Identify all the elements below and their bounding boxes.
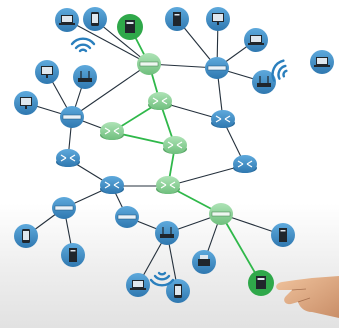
switch-icon[interactable] bbox=[205, 57, 229, 79]
switch-icon[interactable] bbox=[60, 106, 84, 128]
laptop-device-icon[interactable] bbox=[55, 8, 79, 32]
phone-device-icon[interactable] bbox=[166, 279, 190, 303]
switches bbox=[52, 53, 233, 228]
switch-icon[interactable] bbox=[115, 206, 139, 228]
wireless-router-device-icon[interactable] bbox=[155, 221, 179, 245]
routers bbox=[56, 110, 257, 194]
laptop-device-icon[interactable] bbox=[126, 273, 150, 297]
monitor-device-icon[interactable] bbox=[35, 60, 59, 84]
router-icon[interactable] bbox=[233, 155, 257, 173]
link bbox=[66, 19, 150, 65]
wifi-signals bbox=[70, 37, 288, 287]
active-source-device-icon[interactable] bbox=[117, 14, 143, 40]
desktop-tower-device-icon[interactable] bbox=[61, 243, 85, 267]
router-icon[interactable] bbox=[56, 149, 80, 167]
monitor-device-icon[interactable] bbox=[206, 7, 230, 31]
active-route bbox=[111, 26, 262, 284]
router-icon-active[interactable] bbox=[156, 176, 180, 194]
wifi-icon bbox=[70, 37, 96, 53]
switch-icon-active[interactable] bbox=[137, 53, 161, 75]
switch-icon[interactable] bbox=[52, 197, 76, 219]
monitor-device-icon[interactable] bbox=[14, 91, 38, 115]
desktop-tower-device-icon[interactable] bbox=[271, 223, 295, 247]
wifi-icon bbox=[149, 271, 175, 287]
phone-device-icon[interactable] bbox=[14, 224, 38, 248]
phone-device-icon[interactable] bbox=[83, 7, 107, 31]
router-icon-active[interactable] bbox=[100, 122, 124, 140]
devices bbox=[14, 7, 334, 303]
router-icon-active[interactable] bbox=[148, 92, 172, 110]
active-destination-device-icon[interactable] bbox=[248, 270, 274, 296]
laptop-device-icon[interactable] bbox=[310, 50, 334, 74]
router-icon[interactable] bbox=[211, 110, 235, 128]
link bbox=[71, 63, 150, 118]
wifi-icon bbox=[271, 59, 288, 82]
router-icon-active[interactable] bbox=[163, 136, 187, 154]
switch-icon-active[interactable] bbox=[209, 203, 233, 225]
printer-device-icon[interactable] bbox=[192, 250, 216, 274]
desktop-tower-device-icon[interactable] bbox=[165, 7, 189, 31]
link bbox=[167, 164, 246, 187]
route-link bbox=[220, 213, 262, 284]
laptop-device-icon[interactable] bbox=[244, 28, 268, 52]
router-icon[interactable] bbox=[100, 176, 124, 194]
pointing-hand bbox=[276, 276, 339, 318]
active-routers bbox=[100, 92, 187, 194]
wireless-router-device-icon[interactable] bbox=[252, 70, 276, 94]
link bbox=[94, 19, 150, 65]
wireless-router-device-icon[interactable] bbox=[73, 65, 97, 89]
